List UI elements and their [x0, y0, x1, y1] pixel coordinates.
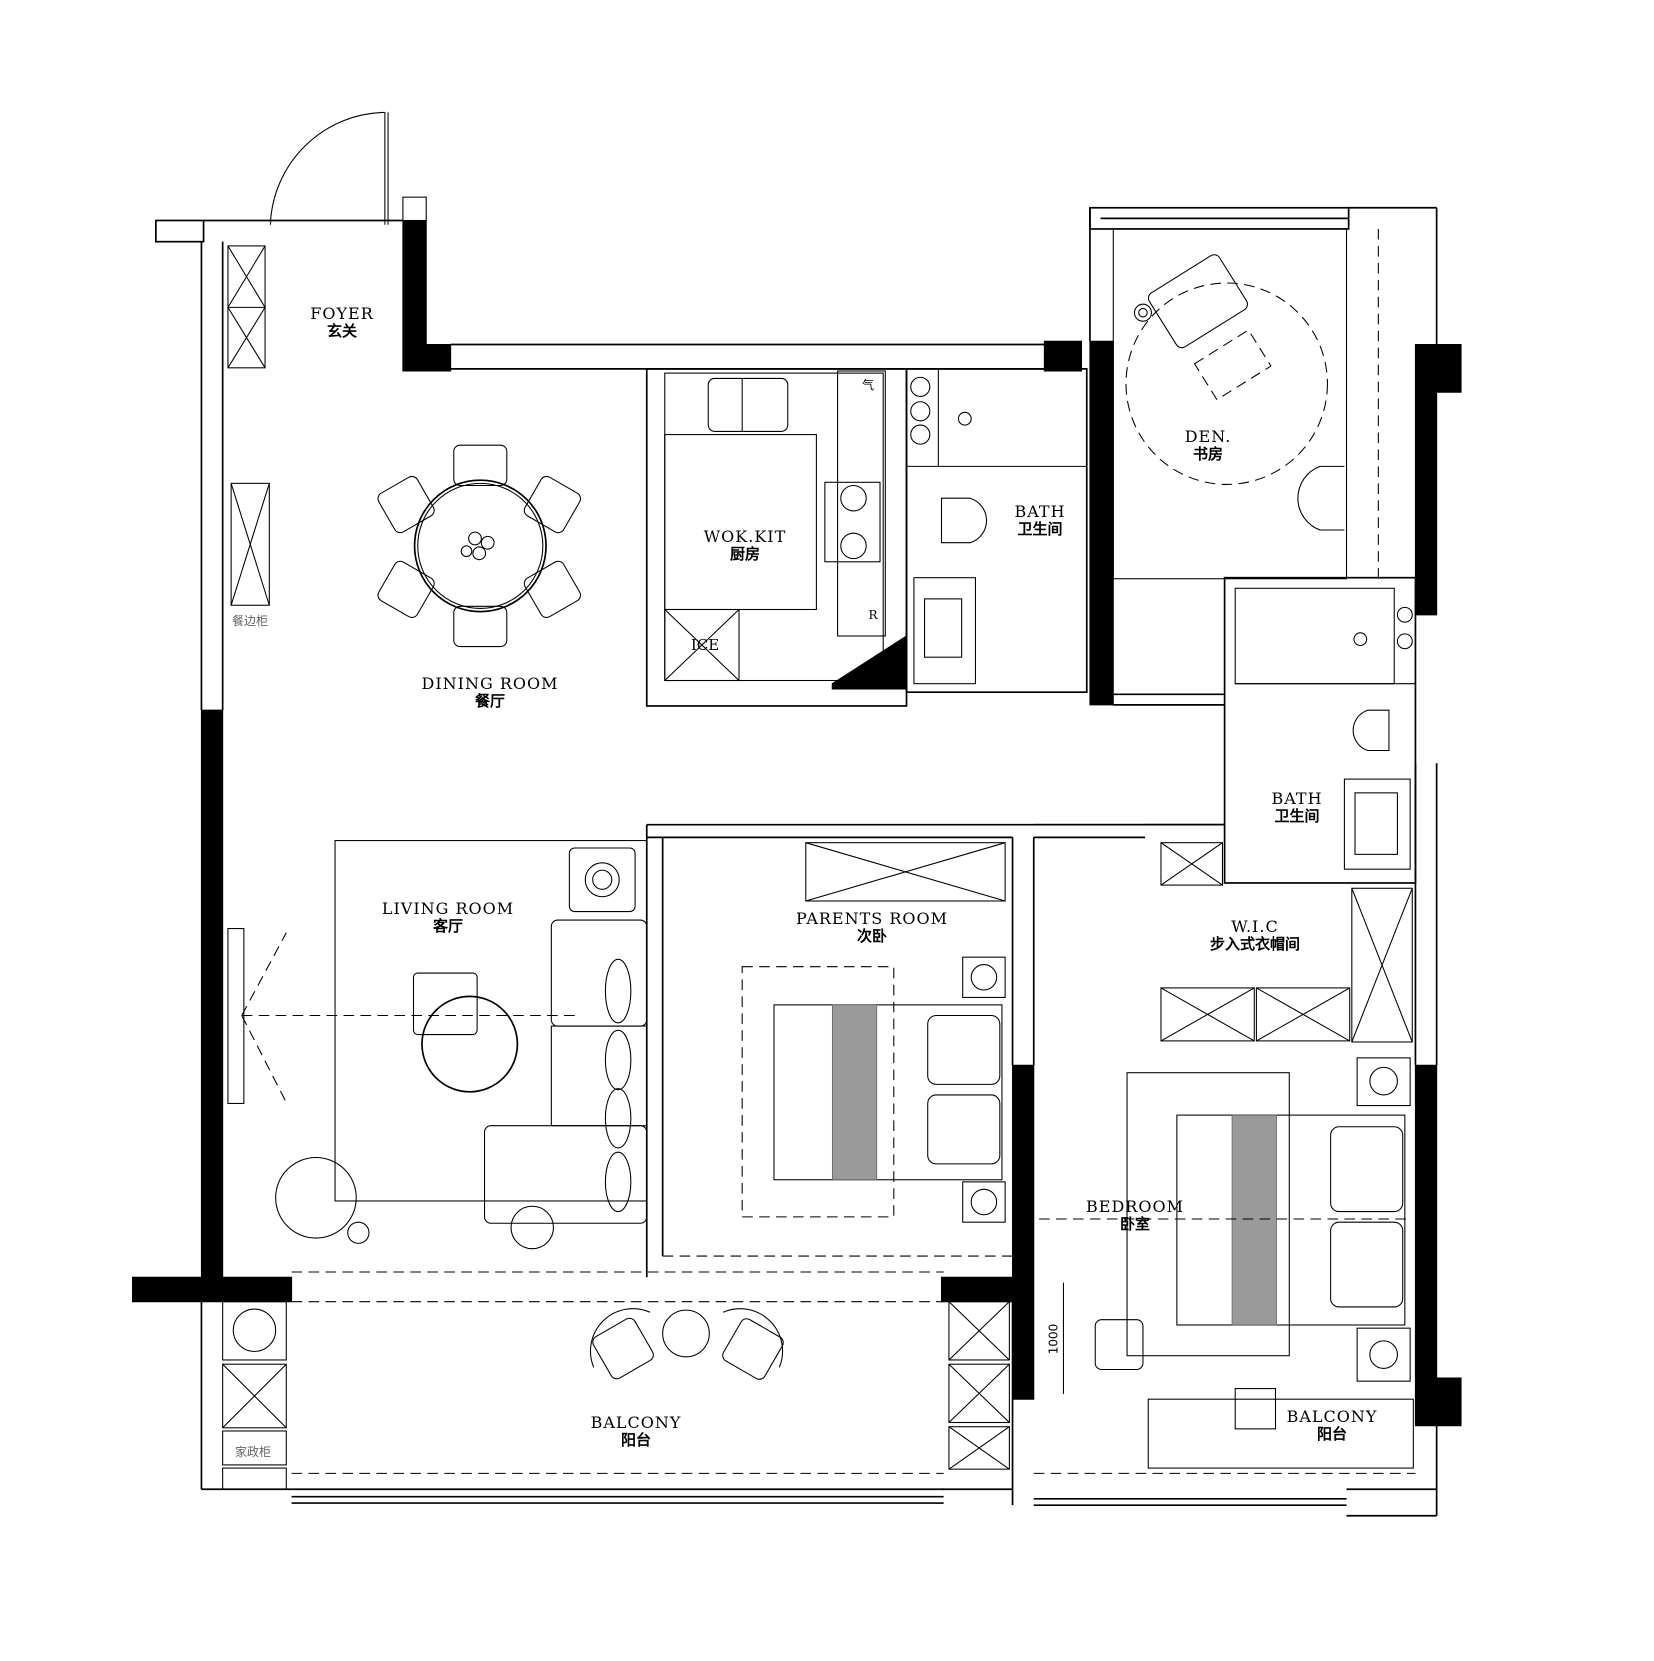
room-label-bath2: BATH 卫生间 — [1271, 789, 1323, 826]
room-name-en: BALCONY — [1286, 1407, 1378, 1426]
room-name-zh: 玄关 — [326, 322, 358, 341]
room-name-zh: 次卧 — [856, 927, 887, 946]
room-name-zh: 客厅 — [432, 917, 464, 936]
room-name-en: LIVING ROOM — [381, 899, 515, 918]
room-name-en: FOYER — [310, 304, 374, 323]
room-label-bedroom: BEDROOM 卧室 — [1086, 1197, 1184, 1234]
room-name-zh: 餐厅 — [474, 692, 505, 711]
room-name-en: WOK.KIT — [703, 527, 787, 546]
balcony-furniture — [291, 1308, 1416, 1474]
room-label-balcony-main: BALCONY 阳台 — [590, 1413, 682, 1450]
room-name-zh: 阳台 — [620, 1431, 652, 1450]
room-name-zh: 阳台 — [1316, 1425, 1348, 1444]
room-name-en: DINING ROOM — [421, 674, 559, 693]
room-name-en: BEDROOM — [1086, 1197, 1184, 1216]
utility-cabinet-label: 家政柜 — [234, 1445, 272, 1459]
bath1-outline — [905, 368, 1088, 694]
room-name-zh: 卧室 — [1119, 1215, 1150, 1234]
room-label-parents: PARENTS ROOM 次卧 — [796, 909, 948, 946]
room-name-en: BATH — [1271, 789, 1323, 808]
room-label-den: DEN. 书房 — [1184, 427, 1232, 464]
dining-table — [377, 444, 582, 648]
room-name-en: PARENTS ROOM — [796, 909, 948, 928]
room-name-en: BALCONY — [590, 1413, 682, 1432]
fridge-mark: ICE — [690, 636, 720, 654]
gas-mark: 气 — [861, 378, 875, 392]
room-label-kitchen: WOK.KIT 厨房 — [703, 527, 787, 564]
room-name-en: BATH — [1014, 502, 1066, 521]
dimension-label: 1000 — [1046, 1323, 1061, 1355]
parents-room-furniture — [662, 956, 1013, 1257]
living-room-furniture — [227, 840, 944, 1303]
den-outline — [1112, 228, 1379, 706]
room-label-dining: DINING ROOM 餐厅 — [421, 674, 559, 711]
room-name-zh: 卫生间 — [1017, 520, 1063, 539]
room-name-zh: 厨房 — [729, 545, 761, 564]
room-name-en: W.I.C — [1231, 917, 1279, 936]
room-name-zh: 书房 — [1192, 445, 1224, 464]
kitchen-outline — [645, 368, 908, 707]
room-label-balcony-bedroom: BALCONY 阳台 — [1286, 1407, 1378, 1444]
room-label-wic: W.I.C 步入式衣帽间 — [1209, 917, 1301, 954]
bath2-outline — [1223, 576, 1417, 884]
interior-walls — [222, 245, 1413, 1490]
entry-door — [269, 111, 389, 225]
room-name-zh: 步入式衣帽间 — [1209, 935, 1301, 954]
room-label-bath1: BATH 卫生间 — [1014, 502, 1066, 539]
sideboard-label: 餐边柜 — [231, 614, 269, 628]
room-name-en: DEN. — [1184, 427, 1232, 446]
room-name-zh: 卫生间 — [1274, 807, 1320, 826]
bedroom-furniture — [1039, 1057, 1414, 1469]
range-mark: R — [868, 608, 878, 622]
room-label-foyer: FOYER 玄关 — [310, 304, 374, 341]
room-label-living: LIVING ROOM 客厅 — [381, 899, 515, 936]
